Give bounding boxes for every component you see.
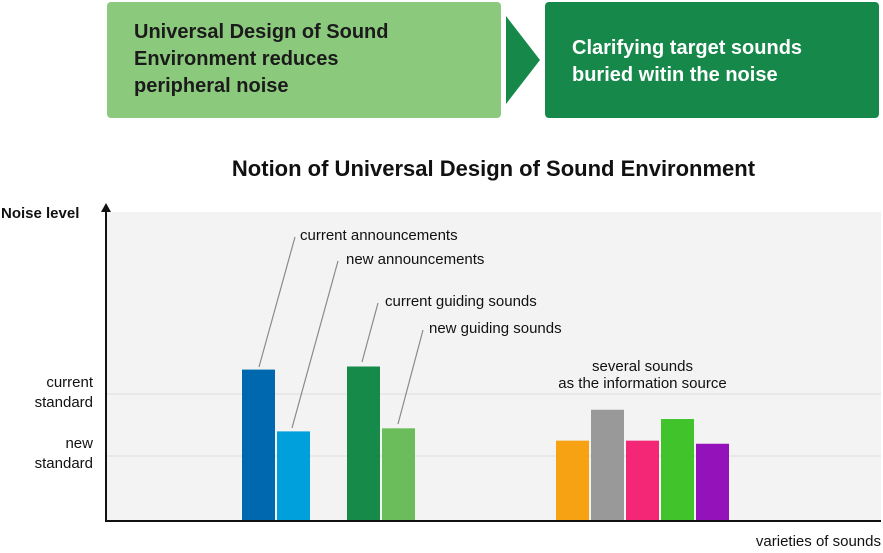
new-standard-label-line: standard (34, 455, 93, 472)
flow-arrow-icon (506, 16, 540, 104)
bar-current-announcements (242, 369, 275, 521)
bar-new-guiding (382, 428, 415, 521)
leader-line (361, 302, 379, 363)
current-standard-label-line: standard (34, 394, 93, 411)
bar-new-announcements (277, 431, 310, 521)
leader-line (258, 236, 296, 368)
y-axis-arrowhead (101, 203, 111, 212)
noise-reduction-line: peripheral noise (134, 75, 289, 97)
new-standard-label-line: new (65, 435, 93, 452)
leader-line (291, 260, 339, 429)
bars (242, 366, 729, 521)
bar-several-2 (591, 409, 624, 521)
plot-area (106, 212, 881, 521)
target-sounds-line: buried witin the noise (572, 64, 778, 86)
leader-line (397, 329, 424, 425)
callout-current-guiding-sounds: current guiding sounds (385, 293, 537, 310)
callout-several-sounds-line: as the information source (558, 375, 727, 392)
noise-reduction-box: Universal Design of Sound Environment re… (107, 2, 501, 118)
new-standard-label: new standard (0, 434, 93, 474)
callout-new-announcements: new announcements (346, 251, 485, 268)
noise-reduction-line: Environment reduces (134, 48, 339, 70)
bar-current-guiding (347, 366, 380, 521)
callout-new-guiding-sounds: new guiding sounds (429, 320, 562, 337)
bar-several-1 (556, 440, 589, 521)
y-axis-label: Noise level (1, 205, 80, 222)
x-axis-label: varieties of sounds (755, 533, 881, 550)
target-sounds-box: Clarifying target sounds buried witin th… (545, 2, 879, 118)
bar-several-5 (696, 443, 729, 521)
diagram-title: Notion of Universal Design of Sound Envi… (231, 156, 756, 181)
callout-current-announcements: current announcements (300, 227, 458, 244)
noise-reduction-line: Universal Design of Sound (134, 21, 389, 43)
current-standard-label-line: current (46, 374, 93, 391)
bar-several-3 (626, 440, 659, 521)
current-standard-label: current standard (0, 373, 93, 413)
target-sounds-line: Clarifying target sounds (572, 37, 803, 59)
callout-several-sounds: several sounds as the information source (520, 358, 765, 392)
bar-several-4 (661, 419, 694, 521)
callout-several-sounds-line: several sounds (592, 358, 693, 375)
